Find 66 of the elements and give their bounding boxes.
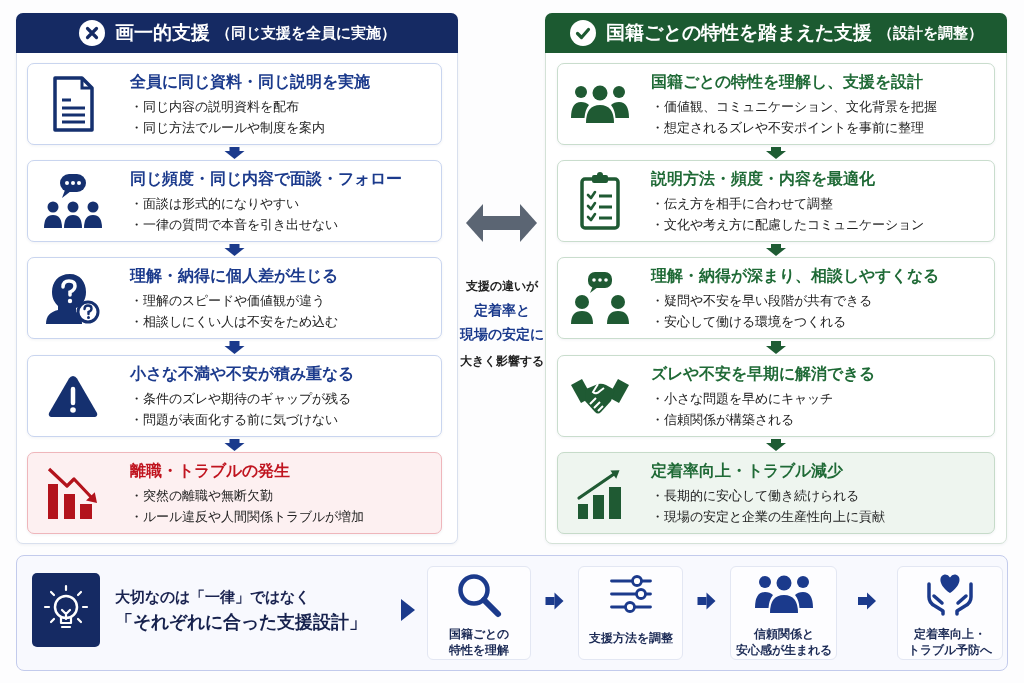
step-box (557, 257, 995, 339)
step-heading: 同じ頻度・同じ内容で面談・フォロー (130, 169, 402, 189)
bullet-item: ・同じ方法でルールや制度を案内 (130, 120, 325, 136)
bullet-item: ・信頼関係が構築される (651, 412, 794, 428)
step-card (897, 566, 1003, 660)
arrow (766, 339, 786, 355)
step-box (557, 452, 995, 534)
step-heading: 国籍ごとの特性を理解し、支援を設計 (651, 72, 923, 92)
step-heading: 定着率向上・トラブル減少 (651, 461, 843, 481)
card-text: 信頼関係と安心感が生まれる (734, 626, 833, 658)
arrow (766, 242, 786, 257)
bullet-item: ・理解のスピードや価値観が違う (130, 293, 325, 309)
step-box (27, 355, 442, 437)
step-heading: 全員に同じ資料・同じ説明を実施 (130, 72, 370, 92)
bullet-item: ・想定されるズレや不安ポイントを事前に整理 (651, 120, 924, 136)
panel (16, 13, 458, 544)
card-text: 支援方法を調整 (587, 630, 674, 646)
bullet-item: ・問題が表面化する前に気づけない (130, 412, 338, 428)
key-message: 「それぞれに合った支援設計」 (115, 611, 367, 634)
arrow (224, 145, 245, 160)
step-heading: 理解・納得に個人差が生じる (130, 266, 338, 286)
step-heading: 離職・トラブルの発生 (130, 461, 290, 481)
arrow (224, 242, 245, 257)
bullet-item: ・条件のズレや期待のギャップが残る (130, 391, 351, 407)
step-box (27, 160, 442, 242)
step-heading: 小さな不満や不安が積み重なる (130, 364, 354, 384)
intro-text: 大切なのは「一律」ではなく (115, 587, 311, 608)
bullet-item: ・同じ内容の説明資料を配布 (130, 99, 299, 115)
step-box (557, 160, 995, 242)
arrow (766, 437, 786, 452)
step-card (578, 566, 683, 660)
bullet-item: ・突然の離職や無断欠勤 (130, 488, 273, 504)
panel-subtitle: （同じ支援を全員に実施） (215, 23, 396, 43)
bullet-item: ・疑問や不安を早い段階が共有できる (651, 293, 872, 309)
bullet-item: ・小さな問題を早めにキャッチ (651, 391, 833, 407)
note-text: 支援の違いが定着率と現場の安定に大きく影響する (459, 278, 544, 370)
panel-subtitle: （設計を調整） (877, 23, 983, 43)
bullet-item: ・現場の安定と企業の生産性向上に貢献 (651, 509, 885, 525)
arrow (224, 437, 245, 452)
panel-title: 国籍ごとの特性を踏まえた支援 (605, 20, 872, 45)
step-heading: 説明方法・頻度・内容を最適化 (651, 169, 875, 189)
bullet-item: ・長期的に安心して働き続けられる (651, 488, 859, 504)
bullet-item: ・伝え方を相手に合わせて調整 (651, 196, 833, 212)
step-box (27, 257, 442, 339)
bullet-item: ・面談は形式的になりやすい (130, 196, 299, 212)
bullet-item: ・価値観、コミュニケーション、文化背景を把握 (651, 99, 937, 115)
arrow (224, 339, 245, 355)
bullet-item: ・安心して働ける環境をつくれる (651, 314, 846, 330)
step-box (27, 63, 442, 145)
bullet-item: ・文化や考え方に配慮したコミュニケーション (651, 217, 924, 233)
arrow (766, 145, 786, 160)
step-heading: ズレや不安を早期に解消できる (651, 364, 875, 384)
step-box (557, 63, 995, 145)
step-box (27, 452, 442, 534)
summary-band (16, 555, 1008, 671)
step-card (730, 566, 837, 660)
step-heading: 理解・納得が深まり、相談しやすくなる (651, 266, 939, 286)
card-text: 国籍ごとの特性を理解 (448, 626, 510, 658)
panel-title: 画一的支援 (114, 20, 210, 45)
step-card (427, 566, 531, 660)
panel (545, 13, 1007, 544)
card-text: 定着率向上・トラブル予防へ (907, 626, 993, 658)
step-box (557, 355, 995, 437)
bullet-item: ・ルール違反や人間関係トラブルが増加 (130, 509, 364, 525)
bullet-item: ・一律の質問で本音を引き出せない (130, 217, 338, 233)
bullet-item: ・相談しにくい人は不安をため込む (130, 314, 338, 330)
